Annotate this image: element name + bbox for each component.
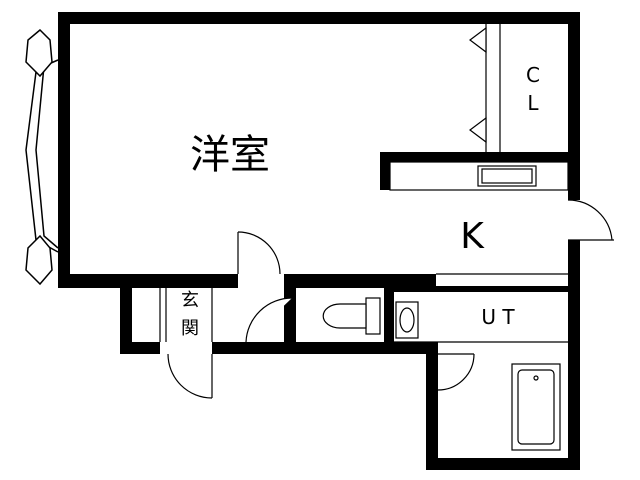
wall-lower-bottom-b [212,342,436,354]
entrance-label-1: 玄 [181,290,199,311]
toilet-bowl [322,303,367,329]
wall-closet-bottom [380,152,580,162]
entrance-door-arc [167,353,213,399]
wall-bath-right [568,342,580,470]
closet-label-c: C [526,63,540,87]
kitchen-sink-inner [481,168,533,184]
wall-lower-bottom-a [120,342,160,354]
curtain-bottom [25,234,53,286]
wall-bath-bottom [426,458,580,470]
wall-right-kitchen-a [568,160,580,200]
wall-partition-a [284,274,296,342]
toilet-icon [322,297,381,335]
washbasin-icon [395,301,419,339]
wall-counter-stub [380,152,390,190]
kitchen-label: K [460,216,485,257]
bathtub-inner [517,369,555,445]
bay-window [25,28,59,286]
wall-partition-b [384,288,394,342]
wall-room-bottom-left [58,274,238,288]
outer-walls [58,12,580,470]
inner-door-arc [245,297,293,343]
toilet-tank [365,297,381,335]
door-swings [167,199,614,399]
wall-bath-left [426,342,438,470]
utility-label: U T [481,305,515,329]
closet-door-top [469,26,487,54]
washbasin-bowl [399,307,415,333]
bathtub-icon [511,363,561,451]
closet-label-l: L [527,91,539,115]
wall-top [58,12,580,24]
curtain-top [25,28,53,78]
wall-room-bottom-mid [284,274,436,288]
closet-door-bottom [469,116,487,144]
kitchen-sink [477,165,537,187]
wall-ut-top [386,286,568,292]
entrance-label-2: 関 [181,318,199,339]
kitchen-counter [389,161,569,191]
thin-lines [159,24,569,343]
wall-left [58,12,70,288]
kitchen-door-arc [567,199,613,241]
western-room-label: 洋室 [190,132,270,178]
wall-right-upper [568,12,580,160]
bathtub-drain [533,375,539,381]
closet-doors [469,26,487,144]
room-door-arc [237,231,281,275]
wall-lower-left [120,274,132,354]
bath-door-arc [437,353,475,391]
wall-right-kitchen-b [568,240,580,350]
